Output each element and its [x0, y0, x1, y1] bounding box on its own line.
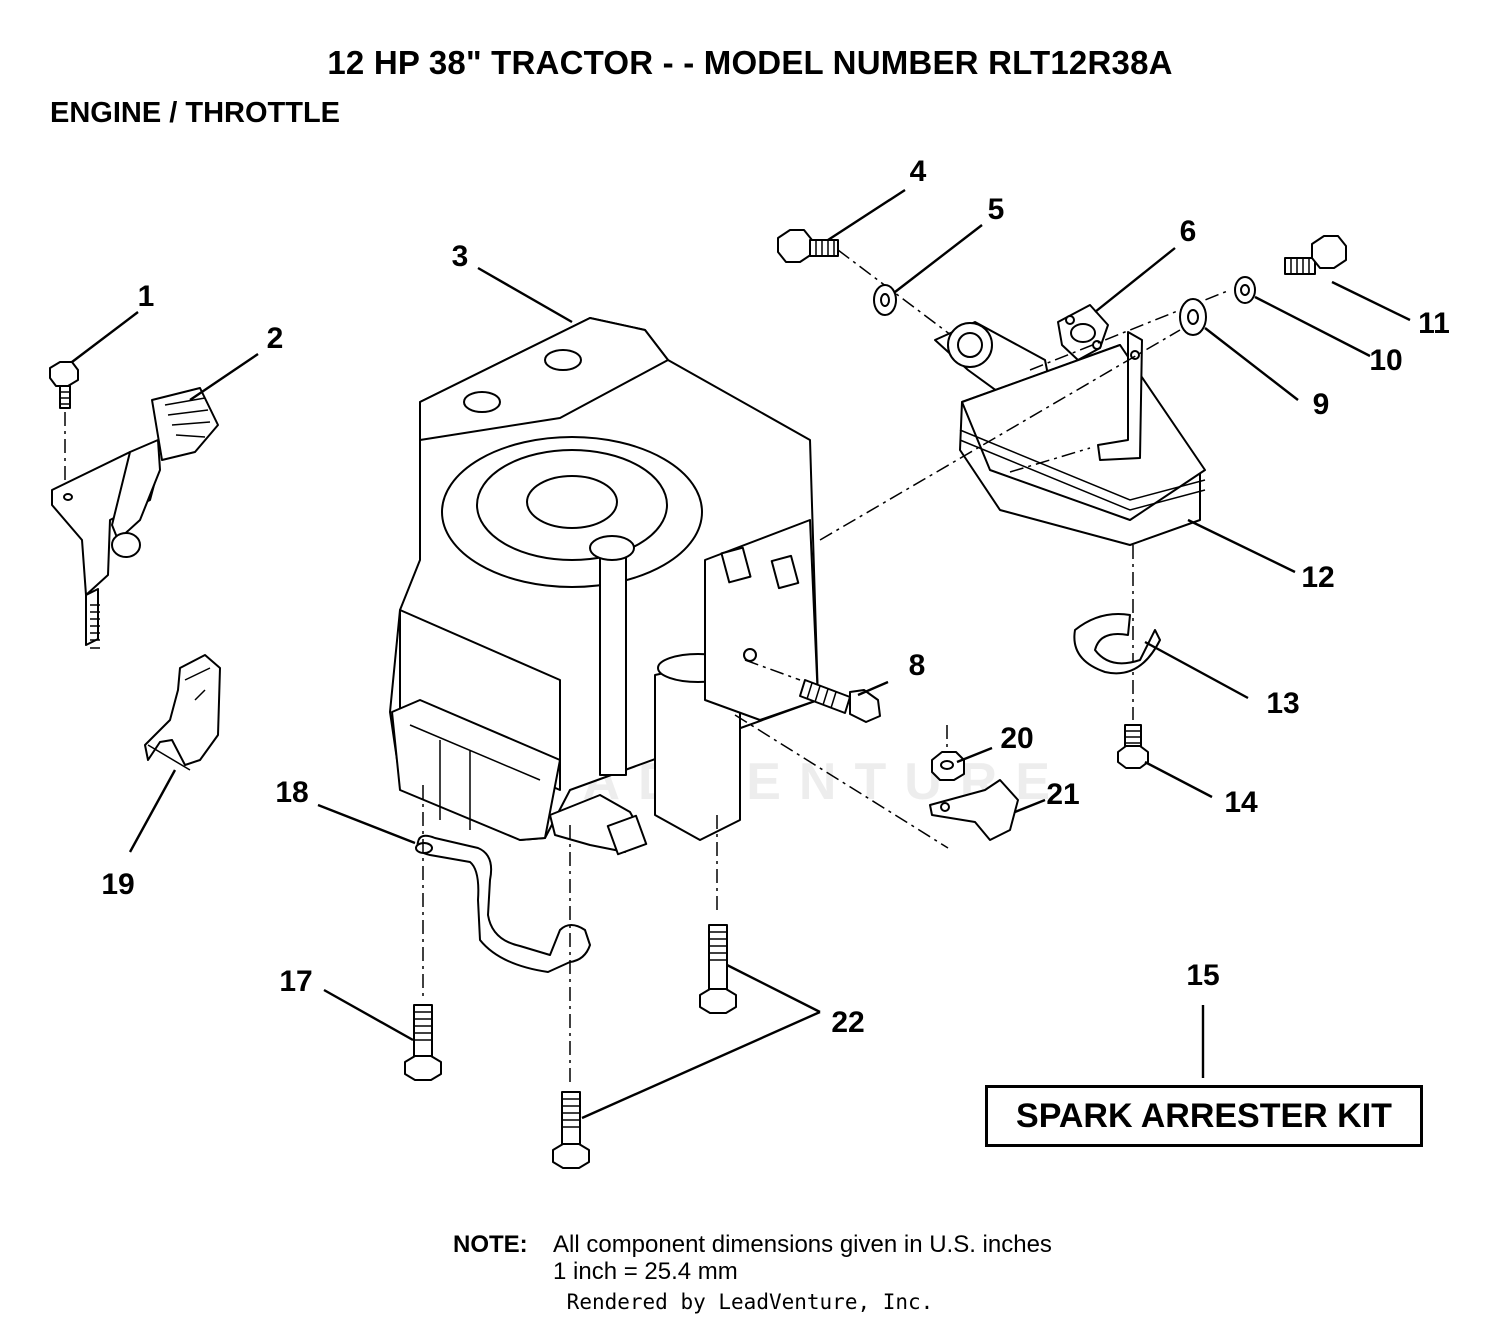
callout-12: 12: [1301, 561, 1334, 594]
page-title: 12 HP 38" TRACTOR - - MODEL NUMBER RLT12…: [327, 44, 1173, 81]
hex-screw-14: [1117, 724, 1149, 769]
lock-washer-10: [1234, 276, 1256, 304]
callout-10: 10: [1369, 344, 1402, 377]
callout-14: 14: [1224, 786, 1258, 819]
muffler-bolt-left: [777, 229, 839, 263]
muffler-body: [959, 331, 1206, 546]
callout-18: 18: [275, 776, 308, 809]
callout-6: 6: [1180, 215, 1197, 248]
callout-1: 1: [138, 280, 155, 313]
callout-22: 22: [831, 1006, 864, 1039]
dimension-note: NOTE: All component dimensions given in U…: [453, 1231, 1052, 1285]
callout-15: 15: [1186, 959, 1219, 992]
callout-17: 17: [279, 965, 312, 998]
hex-bolt-8: [799, 679, 881, 723]
exhaust-clamp: [929, 779, 1019, 841]
muffler-bolt-right: [1284, 235, 1347, 275]
exhaust-gasket: [1057, 304, 1109, 361]
callout-11: 11: [1418, 307, 1450, 340]
fuel-line: [415, 834, 591, 973]
lock-washer-5: [873, 284, 897, 316]
callout-5: 5: [988, 193, 1005, 226]
flat-washer-9: [1179, 298, 1207, 336]
callout-2: 2: [267, 322, 284, 355]
spark-arrester-kit-label: SPARK ARRESTER KIT: [1016, 1096, 1392, 1135]
throttle-bolt: [49, 361, 79, 409]
leader-lines: [71, 188, 1411, 1120]
note-label: NOTE:: [453, 1231, 528, 1258]
callout-20: 20: [1000, 722, 1033, 755]
callout-21: 21: [1046, 778, 1079, 811]
note-line-2: 1 inch = 25.4 mm: [553, 1258, 738, 1285]
spark-arrester-kit-box: SPARK ARRESTER KIT: [985, 1085, 1423, 1147]
callout-19: 19: [101, 868, 134, 901]
hex-nut-20: [931, 751, 965, 781]
hex-bolt-17: [404, 1004, 442, 1081]
spark-screen: [1073, 613, 1161, 675]
throttle-control-bracket: [51, 387, 219, 649]
render-credit: Rendered by LeadVenture, Inc.: [566, 1290, 934, 1314]
callout-13: 13: [1266, 687, 1299, 720]
hex-bolt-22-left: [552, 1091, 590, 1169]
note-line-1: All component dimensions given in U.S. i…: [553, 1231, 1052, 1258]
callout-3: 3: [452, 240, 469, 273]
callout-8: 8: [909, 649, 926, 682]
callout-9: 9: [1313, 388, 1330, 421]
engine-assembly: [389, 317, 819, 856]
section-title: ENGINE / THROTTLE: [50, 97, 340, 129]
callout-4: 4: [910, 155, 927, 188]
hex-bolt-22-right: [699, 924, 737, 1014]
throttle-clip: [144, 654, 221, 771]
